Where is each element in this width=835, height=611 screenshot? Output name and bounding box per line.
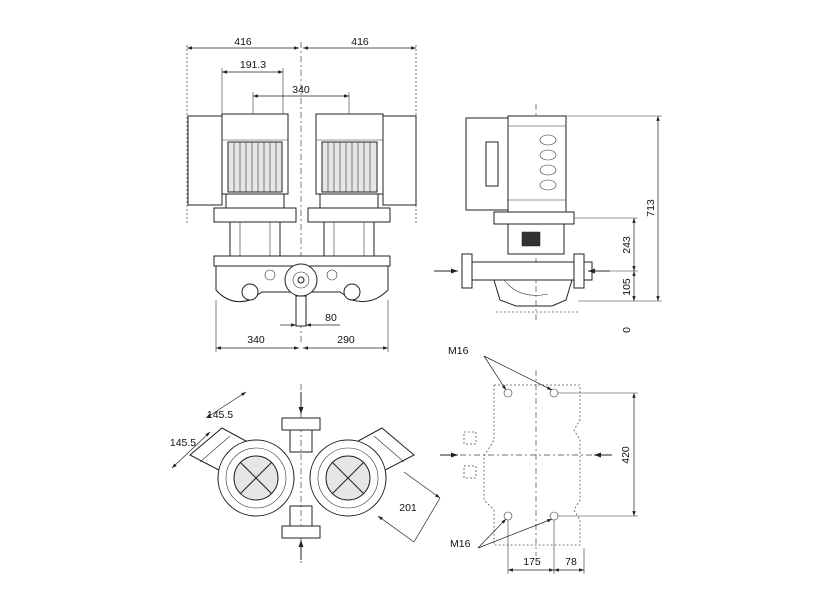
side-view: 713 243 105 0 — [434, 104, 662, 333]
left-motor — [213, 113, 297, 257]
dim-105: 105 — [621, 278, 633, 296]
dim-340-top: 340 — [292, 84, 310, 96]
dim-145-5-a: 145.5 — [207, 409, 233, 421]
dim-191-3: 191.3 — [240, 59, 266, 71]
base-view: M16 M16 420 175 78 — [440, 345, 638, 574]
m16-label-top: M16 — [448, 345, 469, 357]
front-view: 416 416 191.3 340 80 340 290 — [186, 36, 417, 352]
right-motor — [307, 113, 391, 257]
dim-78: 78 — [565, 556, 577, 568]
dim-290-bottom: 290 — [337, 334, 355, 346]
dim-416-left: 416 — [234, 36, 252, 48]
dim-145-5-b: 145.5 — [170, 437, 196, 449]
dim-713: 713 — [645, 199, 657, 217]
top-view: 145.5 145.5 201 — [170, 384, 441, 564]
dim-416-right: 416 — [351, 36, 369, 48]
m16-label-bottom: M16 — [450, 538, 471, 550]
right-terminal-box — [382, 115, 417, 206]
dim-340-bottom: 340 — [247, 334, 265, 346]
left-pump-head-top — [189, 427, 295, 517]
left-terminal-box — [187, 115, 223, 206]
dim-80: 80 — [325, 312, 337, 324]
dim-243: 243 — [621, 236, 633, 254]
dim-0: 0 — [621, 327, 633, 333]
pump-housing-front — [213, 255, 391, 327]
dim-175: 175 — [523, 556, 541, 568]
right-pump-head-top — [309, 427, 415, 517]
dim-201: 201 — [399, 502, 417, 514]
dim-420: 420 — [620, 446, 632, 464]
